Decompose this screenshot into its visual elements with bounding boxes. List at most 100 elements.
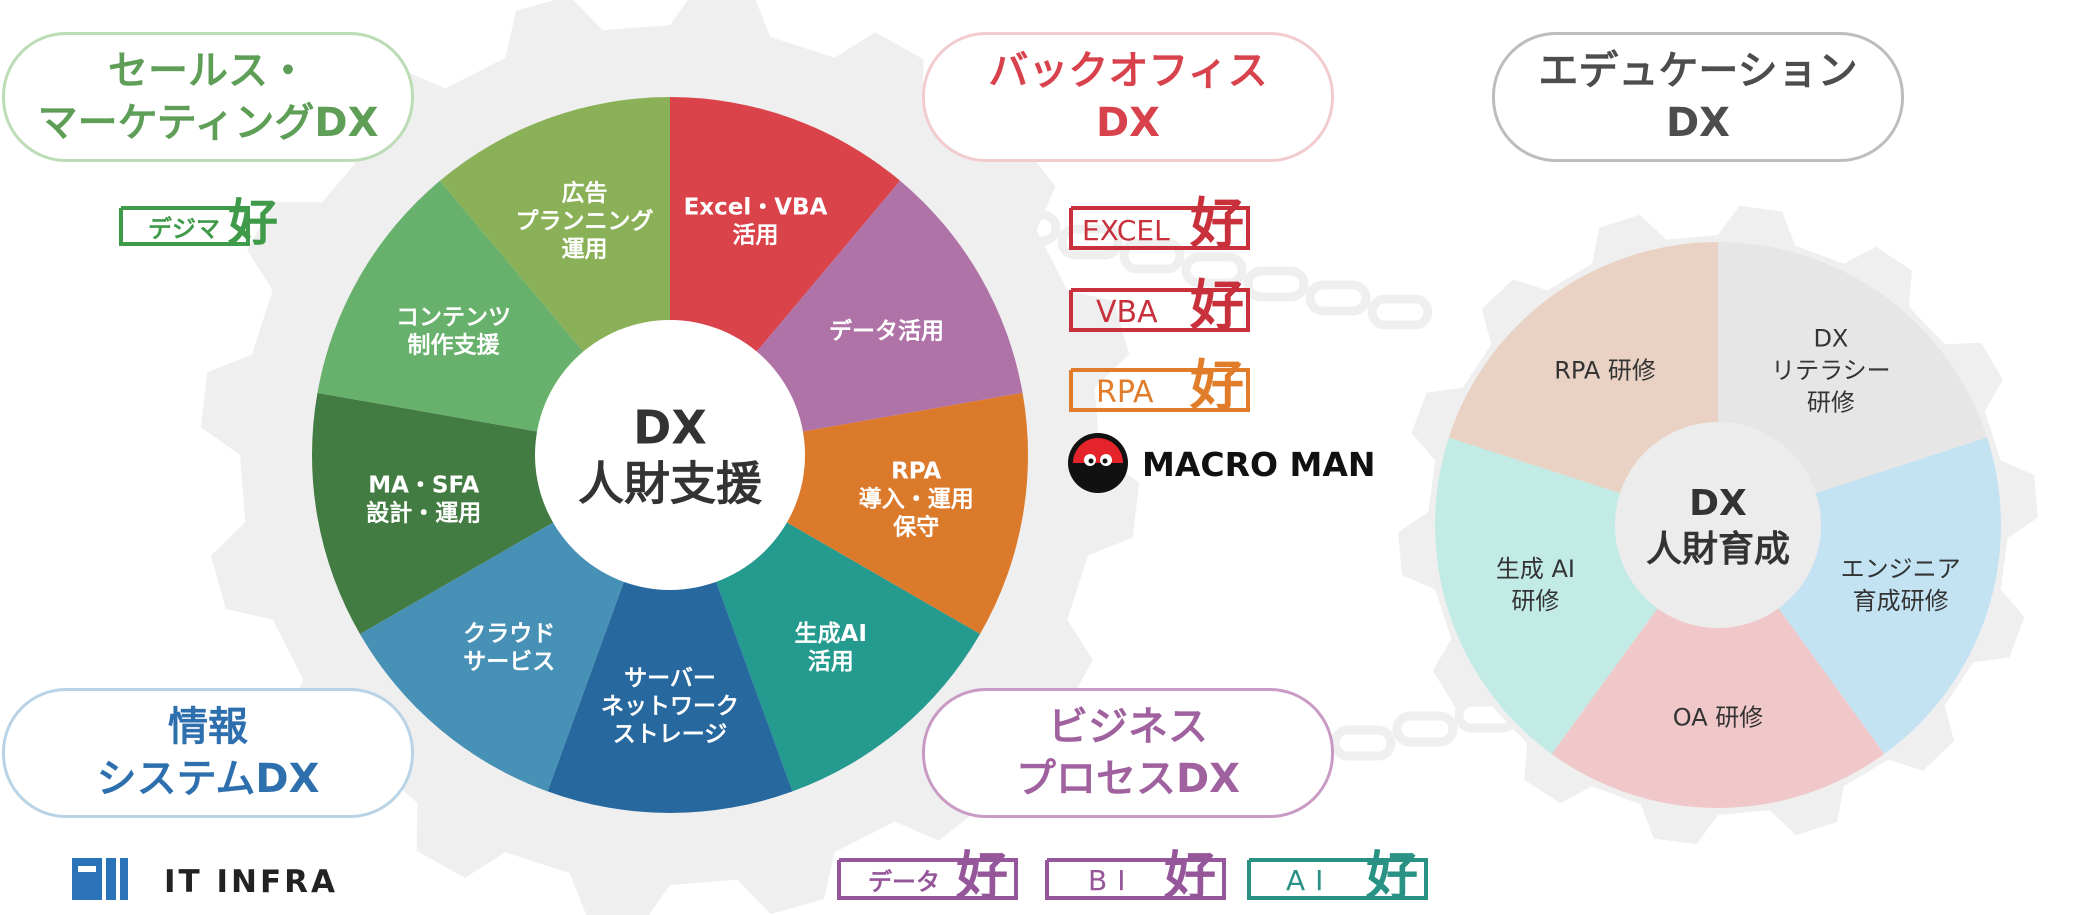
category-line: DX bbox=[1095, 100, 1161, 146]
vba-logo: VBA 好 bbox=[1069, 274, 1250, 337]
category-info-system: 情報 システムDX bbox=[2, 688, 414, 818]
logo-kanji: 好 bbox=[1189, 354, 1244, 417]
right-wheel-segment-label: エンジニア育成研修 bbox=[1841, 555, 1961, 615]
category-education: エデュケーション DX bbox=[1492, 32, 1904, 162]
label-line: 導入・運用 bbox=[859, 486, 974, 513]
chain-link bbox=[1181, 252, 1247, 288]
label-line: データ活用 bbox=[829, 317, 944, 344]
logo-kanji: 好 bbox=[1365, 847, 1418, 907]
category-line: DX bbox=[1665, 100, 1731, 146]
right-wheel-segment bbox=[1551, 525, 1885, 808]
label-line: コンテンツ bbox=[396, 304, 511, 330]
logo-kanji: 好 bbox=[1189, 192, 1244, 255]
logo-label: MACRO MAN bbox=[1142, 445, 1376, 484]
label-line: 広告 bbox=[562, 179, 608, 206]
it-infra-icon bbox=[72, 858, 102, 900]
logo-kanji: 好 bbox=[1163, 847, 1216, 907]
left-wheel-segment-label: データ活用 bbox=[829, 317, 944, 344]
label-line: 研修 bbox=[1807, 388, 1855, 416]
chain-link bbox=[1243, 266, 1309, 302]
center-line: DX bbox=[1689, 483, 1747, 524]
left-wheel-center bbox=[535, 320, 805, 590]
label-line: 研修 bbox=[1511, 587, 1559, 615]
excel-logo: EXCEL 好 bbox=[1069, 192, 1250, 255]
label-line: ストレージ bbox=[613, 721, 728, 747]
logo-kanji: 好 bbox=[1189, 274, 1244, 337]
center-line: 人財支援 bbox=[578, 457, 763, 511]
right-wheel-segment-label: DX リテラシー研修 bbox=[1771, 324, 1891, 416]
label-line: 制作支援 bbox=[408, 332, 501, 358]
category-line: エデュケーション bbox=[1538, 48, 1858, 94]
label-line: DX bbox=[1813, 324, 1848, 352]
right-wheel-segment-label: 生成 AI 研修 bbox=[1496, 555, 1575, 615]
category-business-process: ビジネス プロセスDX bbox=[922, 688, 1334, 818]
center-line: DX bbox=[633, 401, 707, 455]
chain-link bbox=[1119, 238, 1185, 274]
logo-label: VBA bbox=[1096, 295, 1158, 330]
logo-label: デジマ bbox=[148, 215, 220, 243]
label-line: MA・SFA bbox=[368, 473, 479, 499]
category-line: システムDX bbox=[96, 756, 320, 802]
label-line: 生成 AI bbox=[1496, 555, 1575, 583]
label-line: クラウド bbox=[463, 621, 555, 647]
rpa-logo: RPA 好 bbox=[1069, 354, 1250, 417]
chain-link bbox=[1305, 280, 1371, 316]
label-line: 育成研修 bbox=[1853, 587, 1949, 615]
left-wheel-segment-label: 広告プランニング運用 bbox=[516, 179, 654, 262]
category-sales-marketing: セールス・ マーケティングDX bbox=[2, 32, 414, 162]
category-line: バックオフィス bbox=[988, 48, 1268, 94]
chain-link bbox=[995, 210, 1061, 246]
logo-label: EXCEL bbox=[1082, 214, 1170, 247]
label-line: リテラシー bbox=[1771, 356, 1891, 384]
label-line: プランニング bbox=[516, 207, 654, 234]
logo-label: RPA bbox=[1096, 375, 1154, 410]
center-line: 人財育成 bbox=[1646, 529, 1790, 570]
left-wheel-segment-label: サーバーネットワークストレージ bbox=[601, 665, 739, 747]
label-line: ネットワーク bbox=[601, 693, 739, 719]
logo-kanji: 好 bbox=[955, 847, 1008, 907]
label-line: Excel・VBA bbox=[684, 194, 828, 220]
logo-label: AI bbox=[1286, 864, 1333, 897]
label-line: サーバー bbox=[624, 665, 716, 691]
chain-link bbox=[1057, 224, 1123, 260]
left-wheel-segment bbox=[547, 455, 793, 813]
label-line: OA 研修 bbox=[1673, 704, 1764, 732]
right-wheel-segment-label: RPA 研修 bbox=[1554, 356, 1656, 384]
logo-kanji: 好 bbox=[227, 194, 278, 252]
category-line: ビジネス bbox=[1048, 704, 1208, 750]
macro-man-logo: MACRO MAN bbox=[1068, 433, 1376, 493]
right-wheel-center-label: DX 人財育成 bbox=[1646, 483, 1790, 570]
label-line: 運用 bbox=[562, 236, 608, 262]
digima-logo: デジマ 好 bbox=[119, 194, 278, 252]
chain-link bbox=[1330, 725, 1396, 761]
category-line: セールス・ bbox=[108, 48, 308, 94]
bi-logo: BI 好 bbox=[1045, 847, 1226, 907]
label-line: RPA bbox=[891, 459, 941, 485]
label-line: サービス bbox=[463, 649, 555, 675]
it-infra-logo: IT INFRA bbox=[72, 858, 338, 900]
left-wheel-segment-label: クラウドサービス bbox=[463, 621, 555, 675]
category-line: 情報 bbox=[168, 704, 248, 750]
label-line: 活用 bbox=[808, 649, 854, 675]
right-wheel-segment-label: OA 研修 bbox=[1673, 704, 1764, 732]
label-line: RPA 研修 bbox=[1554, 356, 1656, 384]
data-logo: データ 好 bbox=[837, 847, 1018, 907]
label-line: エンジニア bbox=[1841, 555, 1961, 583]
label-line: 設計・運用 bbox=[366, 500, 481, 527]
category-line: マーケティングDX bbox=[37, 100, 379, 146]
chain-link bbox=[1367, 294, 1433, 330]
label-line: 生成AI bbox=[795, 621, 867, 647]
logo-label: BI bbox=[1088, 864, 1135, 897]
logo-label: データ bbox=[868, 868, 940, 896]
label-line: 保守 bbox=[892, 514, 939, 541]
category-back-office: バックオフィス DX bbox=[922, 32, 1334, 162]
right-wheel-center bbox=[1615, 422, 1821, 628]
logo-label: IT INFRA bbox=[164, 864, 338, 900]
